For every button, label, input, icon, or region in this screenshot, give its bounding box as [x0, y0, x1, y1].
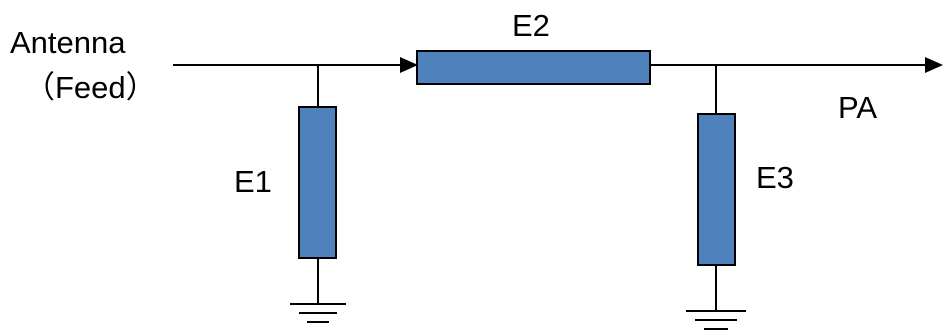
arrowhead-icon: [925, 57, 943, 73]
output-label: PA: [838, 90, 878, 125]
element-e2-label: E2: [512, 8, 550, 43]
element-e1-label: E1: [234, 164, 272, 199]
ground-icon: [686, 310, 746, 330]
element-e3: [697, 113, 736, 266]
element-e1: [298, 106, 337, 259]
element-e2: [416, 50, 651, 85]
arrowhead-icon: [400, 57, 418, 73]
input-label: Antenna: [10, 25, 126, 60]
element-e3-label: E3: [756, 160, 794, 195]
input-sublabel: （Feed）: [24, 70, 157, 105]
ground-icon: [290, 303, 346, 323]
